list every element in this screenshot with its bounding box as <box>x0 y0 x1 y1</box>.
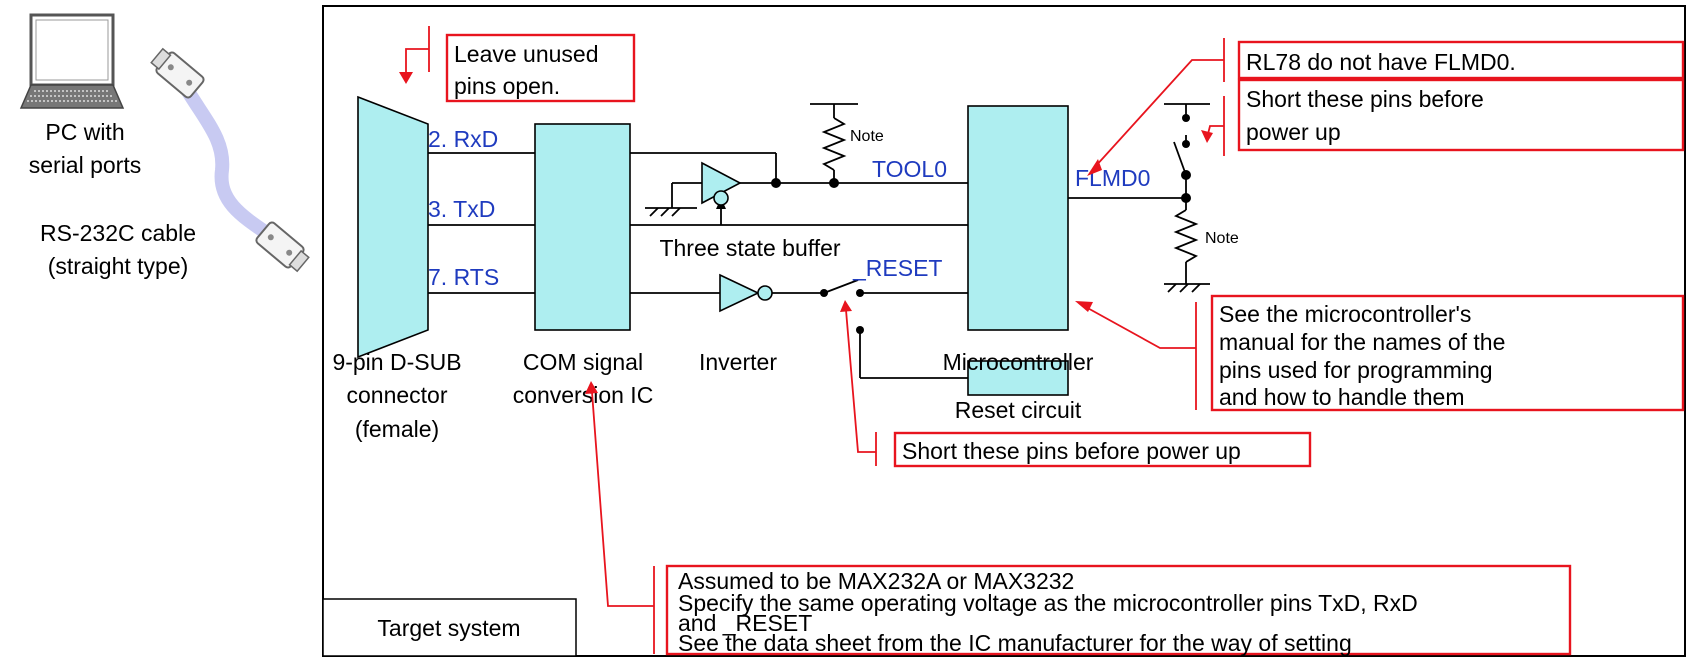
svg-text:Leave unused: Leave unused <box>454 41 599 67</box>
callout-unused-pins: Leave unused pins open. <box>399 26 636 103</box>
flmd0-label: FLMD0 <box>1075 165 1150 191</box>
cable-label-1: RS-232C cable <box>40 220 196 246</box>
com-ic-label-2: conversion IC <box>513 382 654 408</box>
svg-text:and how to handle them: and how to handle them <box>1219 384 1465 410</box>
microcontroller <box>967 105 1069 331</box>
db9-connector <box>357 95 429 359</box>
cable-label-2: (straight type) <box>48 253 189 279</box>
svg-text:Specify the same operating vol: Specify the same operating voltage as th… <box>678 590 1418 616</box>
svg-text:Short these pins before: Short these pins before <box>1246 86 1484 112</box>
reset-pin-label: _RESET <box>852 255 942 281</box>
tool0-label: TOOL0 <box>872 156 947 182</box>
svg-text:power up: power up <box>1246 119 1341 145</box>
svg-text:manual for the names of the: manual for the names of the <box>1219 329 1505 355</box>
svg-text:See the data sheet from the IC: See the data sheet from the IC manufactu… <box>678 630 1352 656</box>
com-ic-label-1: COM signal <box>523 349 643 375</box>
callout-flmd0-short: Short these pins before power up <box>1201 78 1685 156</box>
inverter <box>719 273 773 313</box>
svg-text:Assumed to be MAX232A or MAX32: Assumed to be MAX232A or MAX3232 <box>678 568 1074 594</box>
callout-max232: Assumed to be MAX232A or MAX3232 Specify… <box>585 381 1572 656</box>
connector-label-3: (female) <box>355 416 439 442</box>
pin-rts-label: 7. RTS <box>428 264 499 290</box>
com-signal-ic <box>534 123 631 331</box>
callout-reset-short: Short these pins before power up <box>840 300 1312 468</box>
buffer-label: Three state buffer <box>659 235 840 261</box>
reset-circuit <box>967 360 1069 396</box>
svg-text:pins used for programming: pins used for programming <box>1219 357 1493 383</box>
svg-text:and _RESET: and _RESET <box>678 610 812 636</box>
rs232-cable <box>179 81 275 241</box>
svg-text:pins open.: pins open. <box>454 73 560 99</box>
target-system-frame <box>322 5 1686 657</box>
pin-txd-label: 3. TxD <box>428 196 495 222</box>
inverter-label: Inverter <box>699 349 777 375</box>
pc-label-1: PC with <box>45 119 124 145</box>
wiring <box>428 103 1210 379</box>
target-system-box <box>322 598 577 657</box>
connector-label-2: connector <box>346 382 447 408</box>
microcontroller-label: Microcontroller <box>943 349 1094 375</box>
pc-label-2: serial ports <box>29 152 141 178</box>
reset-circuit-label: Reset circuit <box>955 397 1082 423</box>
svg-text:Short these pins before power: Short these pins before power up <box>902 438 1241 464</box>
laptop-icon <box>19 13 125 109</box>
db9-plug-icon <box>150 47 205 99</box>
svg-text:RL78 do not have FLMD0.: RL78 do not have FLMD0. <box>1246 49 1516 75</box>
connector-label-1: 9-pin D-SUB <box>332 349 461 375</box>
flmd0-note-label: Note <box>1205 230 1239 247</box>
callout-rl78: RL78 do not have FLMD0. <box>1087 38 1685 176</box>
pin-rxd-label: 2. RxD <box>428 126 498 152</box>
callout-pin-names: See the microcontroller's manual for the… <box>1075 294 1685 412</box>
tool0-note-label: Note <box>850 128 884 145</box>
db9-plug-icon <box>255 221 310 273</box>
svg-text:See the microcontroller's: See the microcontroller's <box>1219 301 1471 327</box>
target-system-label: Target system <box>377 615 520 641</box>
